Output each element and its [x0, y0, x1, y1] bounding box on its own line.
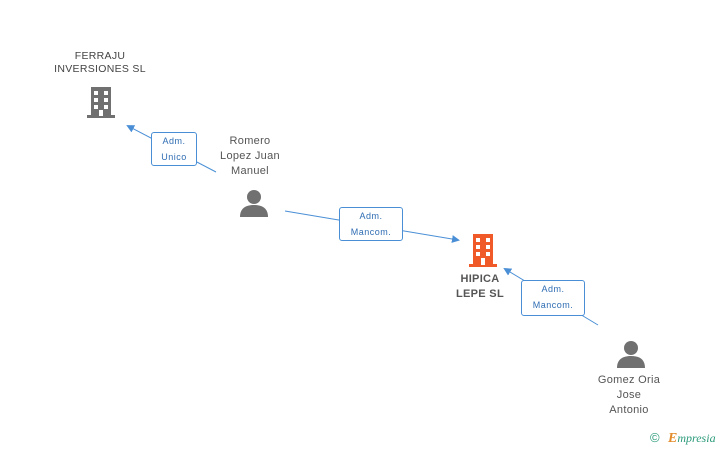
romero-label[interactable]: Romero Lopez Juan Manuel [220, 135, 280, 177]
person-icon[interactable] [615, 339, 647, 369]
edge-label-romero-hipica[interactable]: Adm. Mancom. [339, 207, 403, 241]
person-icon[interactable] [238, 188, 270, 218]
gomez-label[interactable]: Gomez Oria Jose Antonio [597, 374, 661, 416]
main-company-building-icon[interactable] [467, 232, 499, 268]
hipica-label[interactable]: HIPICA LEPE SL [456, 273, 504, 300]
edge-label-romero-ferraju[interactable]: Adm. Unico [151, 132, 197, 166]
empresia-logo[interactable]: Empresia [668, 431, 716, 446]
building-icon[interactable] [85, 85, 117, 119]
copyright-symbol: © [650, 430, 660, 445]
ferraju-label[interactable]: FERRAJU INVERSIONES SL [54, 50, 146, 75]
edge-label-gomez-hipica[interactable]: Adm. Mancom. [521, 280, 585, 316]
